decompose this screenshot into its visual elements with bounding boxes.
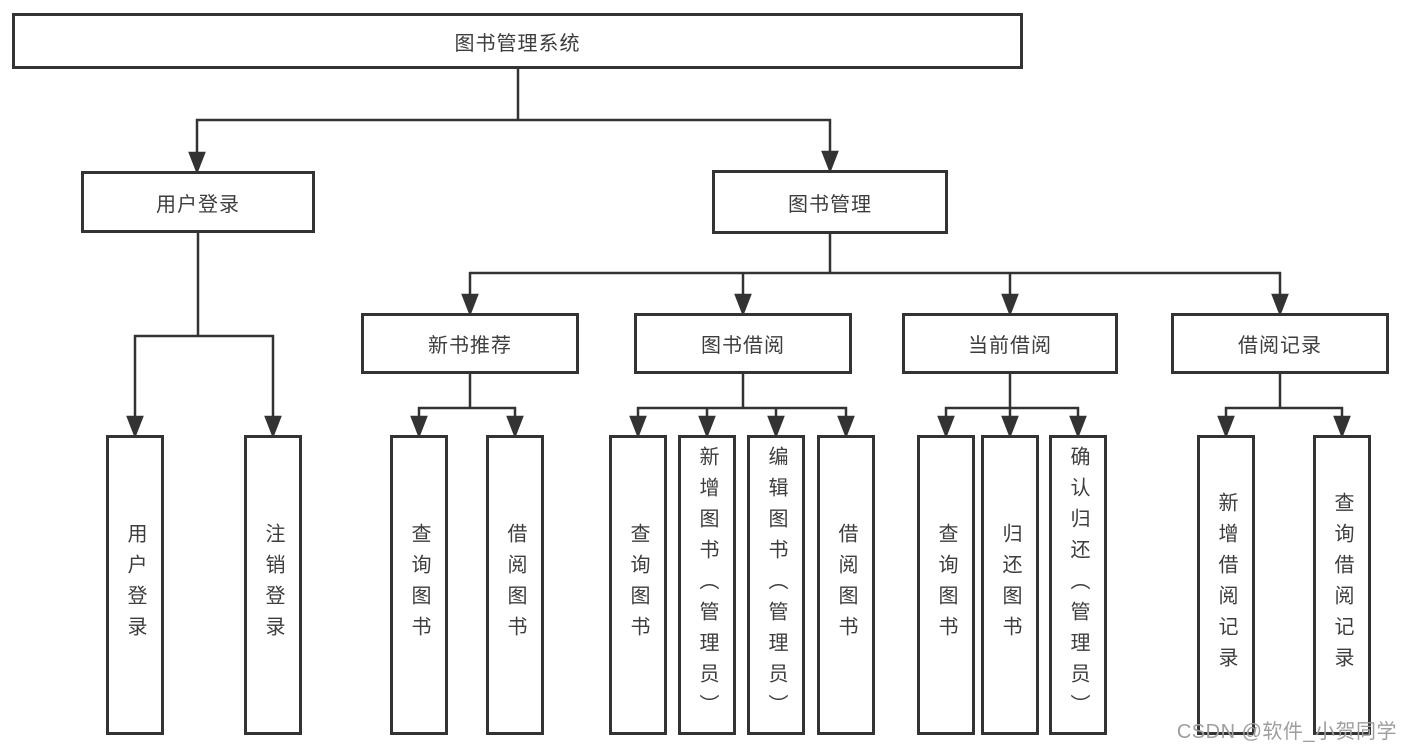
node-book-management: 图书管理 [712,170,948,234]
node-library-management-system: 图书管理系统 [12,13,1023,69]
node-label: 用户登录 [156,193,240,216]
node-book-borrowing: 图书借阅 [634,313,852,374]
leaf-confirm-return-admin: 确认归还（管理员） [1049,435,1107,735]
leaf-query-borrow-record: 查询借阅记录 [1313,435,1371,735]
node-label: 查询图书 [627,523,649,647]
connector-root [188,68,839,175]
node-user-login: 用户登录 [81,171,315,233]
node-current-borrowing: 当前借阅 [902,313,1118,374]
node-label: 查询图书 [408,523,430,647]
node-label: 借阅记录 [1238,335,1322,357]
leaf-return-books: 归还图书 [981,435,1039,735]
leaf-query-books-recommend: 查询图书 [390,435,448,735]
node-label: 图书借阅 [701,335,785,357]
node-borrowing-records: 借阅记录 [1171,313,1389,374]
node-label: 新增借阅记录 [1215,492,1237,678]
leaf-logout: 注销登录 [244,435,302,735]
connector-current-borrowing [937,374,1087,439]
node-label: 新书推荐 [428,335,512,357]
leaf-edit-books-admin: 编辑图书（管理员） [747,435,805,735]
leaf-user-login: 用户登录 [106,435,164,735]
leaf-query-books-current: 查询图书 [917,435,975,735]
connector-new-book-recommend [410,374,524,439]
node-label: 确认归还（管理员） [1067,445,1089,725]
connector-book-management [461,234,1289,317]
node-label: 用户登录 [124,523,146,647]
node-label: 注销登录 [262,523,284,647]
node-label: 借阅图书 [504,523,526,647]
node-new-book-recommend: 新书推荐 [361,313,579,374]
leaf-borrow-books: 借阅图书 [817,435,875,735]
leaf-borrow-books-recommend: 借阅图书 [486,435,544,735]
node-label: 当前借阅 [968,335,1052,357]
node-label: 查询借阅记录 [1331,492,1353,678]
node-label: 编辑图书（管理员） [765,445,787,725]
leaf-add-borrow-record: 新增借阅记录 [1197,435,1255,735]
node-label: 图书管理 [788,193,872,216]
node-label: 图书管理系统 [454,32,581,55]
connector-book-borrowing [629,374,855,439]
node-label: 借阅图书 [835,523,857,647]
node-label: 新增图书（管理员） [696,445,718,725]
leaf-query-books-borrowing: 查询图书 [609,435,667,735]
leaf-add-books-admin: 新增图书（管理员） [678,435,736,735]
connector-borrowing-records [1217,374,1351,439]
watermark: CSDN @软件_小贺同学 [1176,721,1397,743]
node-label: 查询图书 [935,523,957,647]
node-label: 归还图书 [999,523,1021,647]
connector-user-login [126,233,282,439]
